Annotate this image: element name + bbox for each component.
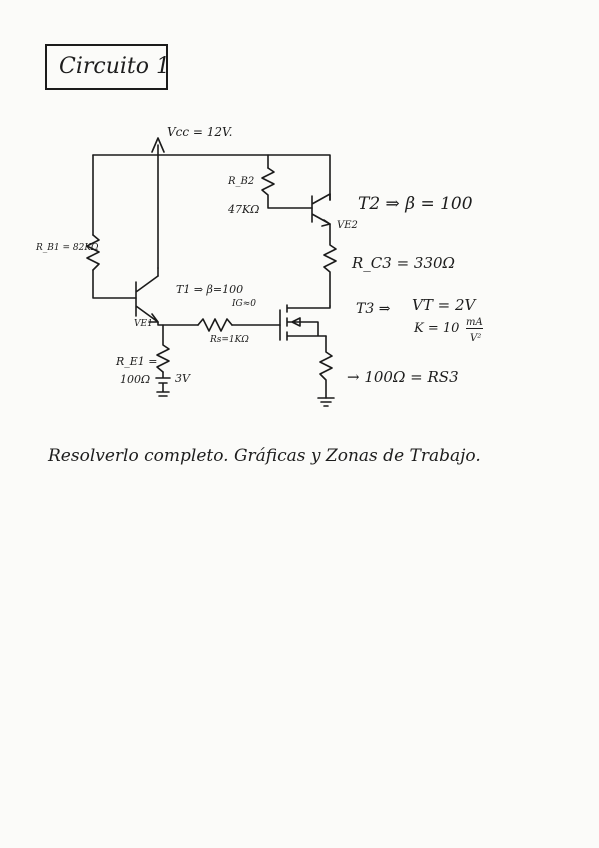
t3-label: T3 ⇒ [356, 301, 391, 317]
instruction-text: Resolverlo completo. Gráficas y Zonas de… [48, 446, 481, 466]
ig-label: IG≈0 [232, 299, 257, 309]
ve1-label: VE1 [134, 319, 153, 329]
rb2-value-label: 47KΩ [228, 203, 260, 216]
rs-resistor [197, 318, 233, 332]
rb2-resistor [261, 167, 313, 209]
re1-resistor [156, 324, 170, 373]
ve2-label: VE2 [337, 220, 358, 231]
rb1-resistor [86, 234, 100, 271]
t2-transistor [311, 193, 331, 227]
rs3-label: → 100Ω = RS3 [347, 368, 459, 386]
rs3-resistor [319, 335, 333, 399]
t1-label: T1 ⇒ β=100 [176, 283, 244, 296]
t2-label: T2 ⇒ β = 100 [358, 194, 473, 214]
page-title: Circuito 1 [59, 54, 170, 79]
k-unit-denominator: V² [470, 333, 482, 344]
t1-transistor [135, 275, 159, 323]
vcc-arrow [151, 137, 165, 269]
rc3-label: R_C3 = 330Ω [352, 254, 455, 272]
k-label: K = 10 [414, 321, 460, 336]
rs-label: Rs=1KΩ [210, 335, 249, 345]
re1-value-label: 100Ω [120, 373, 151, 386]
vt-label: VT = 2V [412, 296, 476, 314]
source-3v [155, 371, 171, 397]
re1-name-label: R_E1 = [116, 355, 158, 368]
t3-mosfet [279, 304, 331, 341]
vcc-label: Vcc = 12V. [167, 125, 233, 139]
ve1-node-wire [157, 321, 199, 326]
k-unit-numerator: mA [466, 317, 483, 329]
rb1-label: R_B1 = 82KΩ [36, 243, 99, 253]
ground-symbol [317, 397, 335, 407]
source-3v-label: 3V [175, 372, 190, 385]
rb2-name-label: R_B2 [228, 176, 255, 187]
top-rail-wire [92, 154, 331, 201]
rb1-to-base-wire [92, 269, 137, 299]
rc3-resistor [323, 223, 337, 307]
title-box: Circuito 1 [45, 44, 170, 90]
